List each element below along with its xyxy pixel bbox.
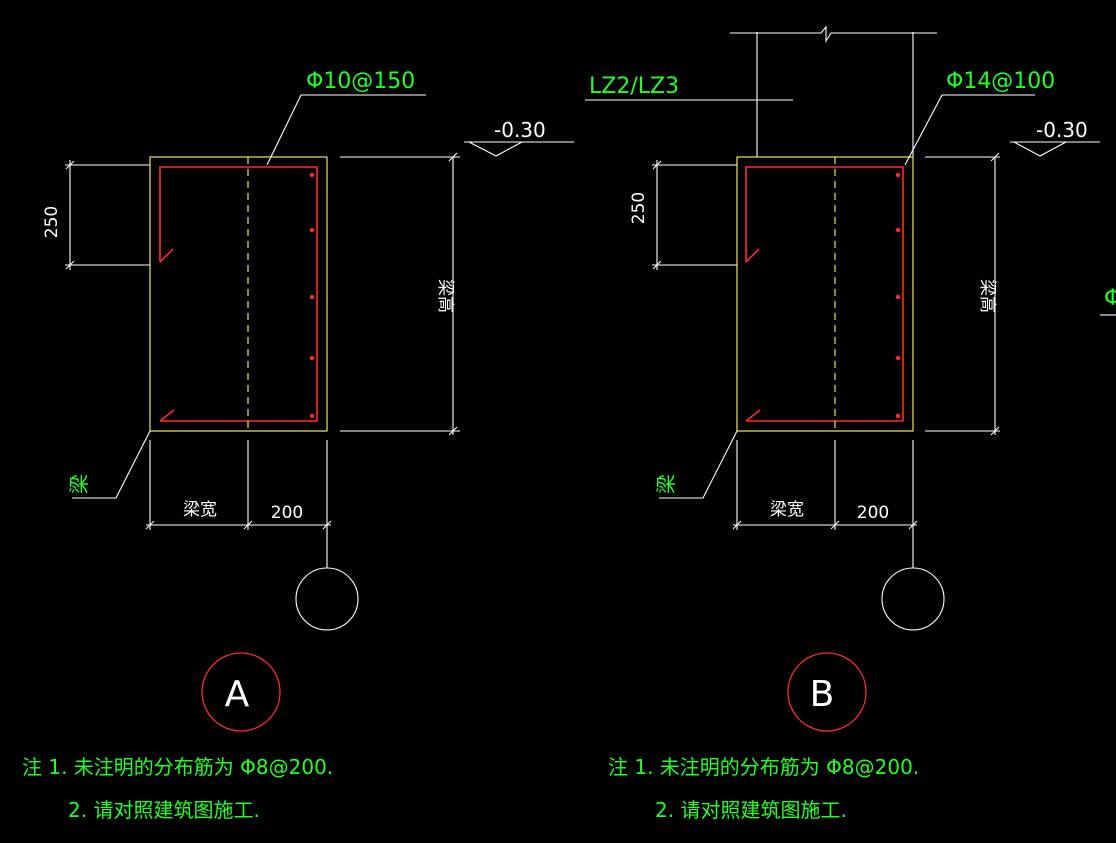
beam-label-a: 梁 — [67, 474, 91, 494]
rebar-leader-a — [266, 94, 426, 166]
note-b-line1: 注 1. 未注明的分布筋为 Φ8@200. — [608, 755, 919, 779]
elevation-symbol-b — [1013, 141, 1067, 157]
break-line-b — [730, 25, 937, 43]
beam-leader-a — [72, 430, 151, 499]
dim-250-a: 250 — [42, 206, 62, 238]
rebar-label-a: Φ10@150 — [306, 69, 415, 94]
beam-leader-b — [659, 430, 738, 499]
rebar-dot-a — [309, 172, 315, 178]
detail-tag-b: B — [810, 674, 835, 715]
beam-height-b: 梁高 — [977, 279, 997, 313]
elevation-a: -0.30 — [494, 118, 546, 142]
axis-bubble-a — [295, 567, 359, 631]
beam-label-b: 梁 — [654, 474, 678, 494]
elevation-symbol-a — [468, 141, 523, 157]
rebar-leader-b — [904, 94, 1035, 166]
note-a-line1: 注 1. 未注明的分布筋为 Φ8@200. — [22, 755, 333, 779]
dim-250-b: 250 — [629, 192, 649, 224]
axis-bubble-b — [881, 567, 945, 631]
dim-200-a: 200 — [271, 503, 303, 523]
elevation-b: -0.30 — [1036, 118, 1088, 142]
dim-200-b: 200 — [857, 503, 889, 523]
detail-tag-a: A — [225, 674, 250, 715]
beam-section-b — [736, 156, 914, 432]
note-b-line2: 2. 请对照建筑图施工. — [655, 798, 847, 822]
beam-height-a: 梁高 — [435, 279, 455, 313]
detail-a: 250 Φ10@150 -0.30 梁高 梁 — [22, 69, 574, 822]
rebar-loop-b — [745, 166, 904, 422]
note-a-line2: 2. 请对照建筑图施工. — [68, 798, 260, 822]
rebar-loop-a — [159, 166, 318, 422]
detail-tag-circle-b — [787, 652, 867, 732]
rebar-label-b: Φ14@100 — [946, 69, 1055, 94]
beam-section-a — [149, 156, 328, 432]
column-label-b: LZ2/LZ3 — [589, 74, 679, 99]
detail-b: LZ2/LZ3 250 Φ14@100 -0.30 梁高 — [585, 25, 1116, 822]
detail-tag-circle-a — [201, 652, 281, 732]
beam-width-b: 梁宽 — [770, 500, 804, 520]
beam-width-a: 梁宽 — [183, 500, 217, 520]
rebar-dot-b — [895, 172, 901, 178]
edge-fragment-label: Φ — [1104, 286, 1116, 311]
